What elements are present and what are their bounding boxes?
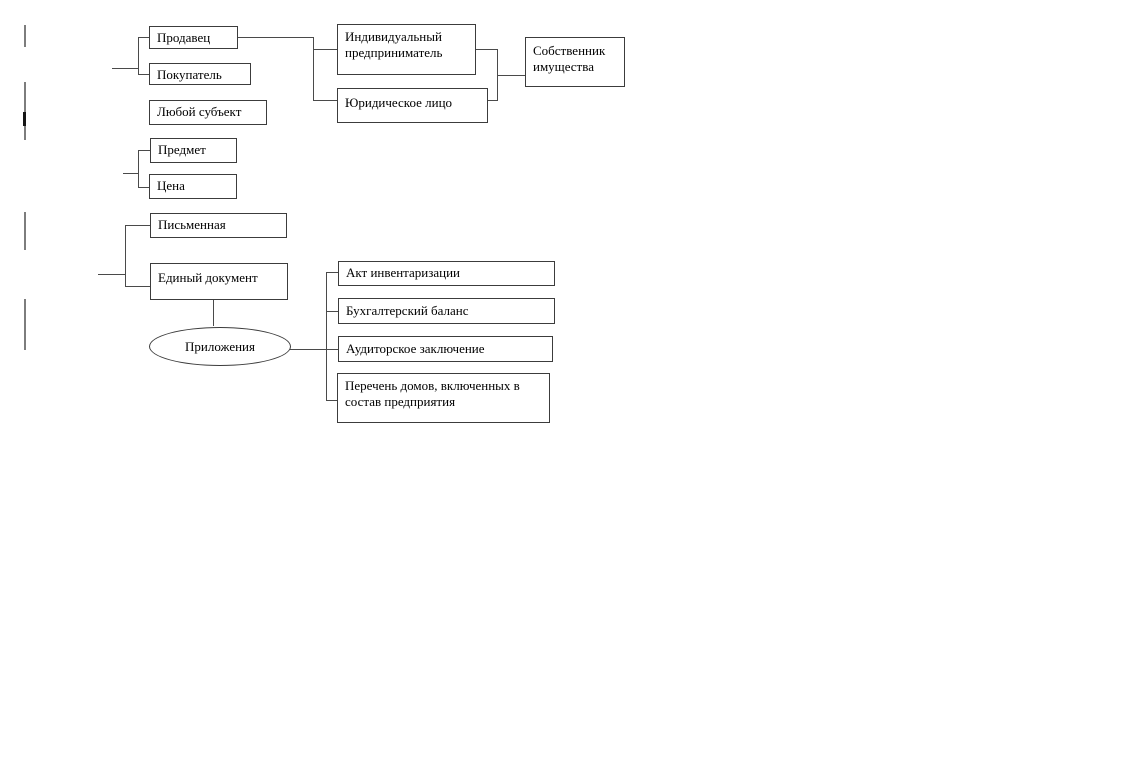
connector-line xyxy=(213,300,214,326)
node-buyer[interactable]: Покупатель xyxy=(149,63,251,85)
node-any-subject-label: Любой субъект xyxy=(157,104,242,119)
connector-line xyxy=(326,311,338,312)
connector-line xyxy=(112,68,138,69)
node-seller[interactable]: Продавец xyxy=(149,26,238,49)
node-property-owner-label: Собственник имущества xyxy=(533,43,606,74)
node-house-list-label: Перечень домов, включенных в состав пред… xyxy=(345,378,520,409)
node-subject[interactable]: Предмет xyxy=(150,138,237,163)
connector-line xyxy=(238,37,313,38)
connector-line xyxy=(326,272,327,401)
connector-line xyxy=(313,49,337,50)
connector-line xyxy=(125,286,150,287)
connector-line xyxy=(326,272,338,273)
margin-change-bar-bold xyxy=(23,112,26,126)
node-house-list[interactable]: Перечень домов, включенных в состав пред… xyxy=(337,373,550,423)
node-balance-sheet-label: Бухгалтерский баланс xyxy=(346,303,469,318)
connector-line xyxy=(138,150,150,151)
connector-line xyxy=(125,225,126,287)
connector-line xyxy=(488,100,497,101)
connector-line xyxy=(313,37,314,101)
node-buyer-label: Покупатель xyxy=(157,67,222,82)
connector-line xyxy=(138,74,149,75)
connector-line xyxy=(138,187,150,188)
node-written-form[interactable]: Письменная xyxy=(150,213,287,238)
connector-line xyxy=(326,349,338,350)
connector-line xyxy=(497,75,525,76)
node-single-document-label: Единый документ xyxy=(158,270,258,285)
connector-line xyxy=(138,37,139,75)
margin-change-bar xyxy=(24,25,26,47)
margin-change-bar xyxy=(24,299,26,350)
node-attachments-label: Приложения xyxy=(185,338,255,354)
connector-line xyxy=(125,225,150,226)
node-inventory-act-label: Акт инвентаризации xyxy=(346,265,461,280)
node-property-owner[interactable]: Собственник имущества xyxy=(525,37,625,87)
connector-line xyxy=(326,400,337,401)
node-audit-report-label: Аудиторское заключение xyxy=(346,341,485,356)
node-any-subject[interactable]: Любой субъект xyxy=(149,100,267,125)
connector-line xyxy=(476,49,497,50)
node-written-form-label: Письменная xyxy=(158,217,226,232)
margin-change-bar xyxy=(24,212,26,250)
margin-change-bar xyxy=(24,82,26,140)
connector-line xyxy=(98,274,125,275)
node-attachments-ellipse[interactable]: Приложения xyxy=(149,327,291,366)
node-legal-entity-label: Юридическое лицо xyxy=(345,95,453,110)
node-balance-sheet[interactable]: Бухгалтерский баланс xyxy=(338,298,555,324)
node-individual-entrepreneur-label: Индивидуальный предприниматель xyxy=(345,29,443,60)
connector-line xyxy=(290,349,326,350)
node-individual-entrepreneur[interactable]: Индивидуальный предприниматель xyxy=(337,24,476,75)
node-legal-entity[interactable]: Юридическое лицо xyxy=(337,88,488,123)
connector-line xyxy=(138,150,139,188)
node-price-label: Цена xyxy=(157,178,185,193)
connector-line xyxy=(313,100,337,101)
node-price[interactable]: Цена xyxy=(149,174,237,199)
node-subject-label: Предмет xyxy=(158,142,206,157)
node-audit-report[interactable]: Аудиторское заключение xyxy=(338,336,553,362)
node-single-document[interactable]: Единый документ xyxy=(150,263,288,300)
node-seller-label: Продавец xyxy=(157,30,211,45)
connector-line xyxy=(138,37,149,38)
connector-line xyxy=(123,173,138,174)
node-inventory-act[interactable]: Акт инвентаризации xyxy=(338,261,555,286)
